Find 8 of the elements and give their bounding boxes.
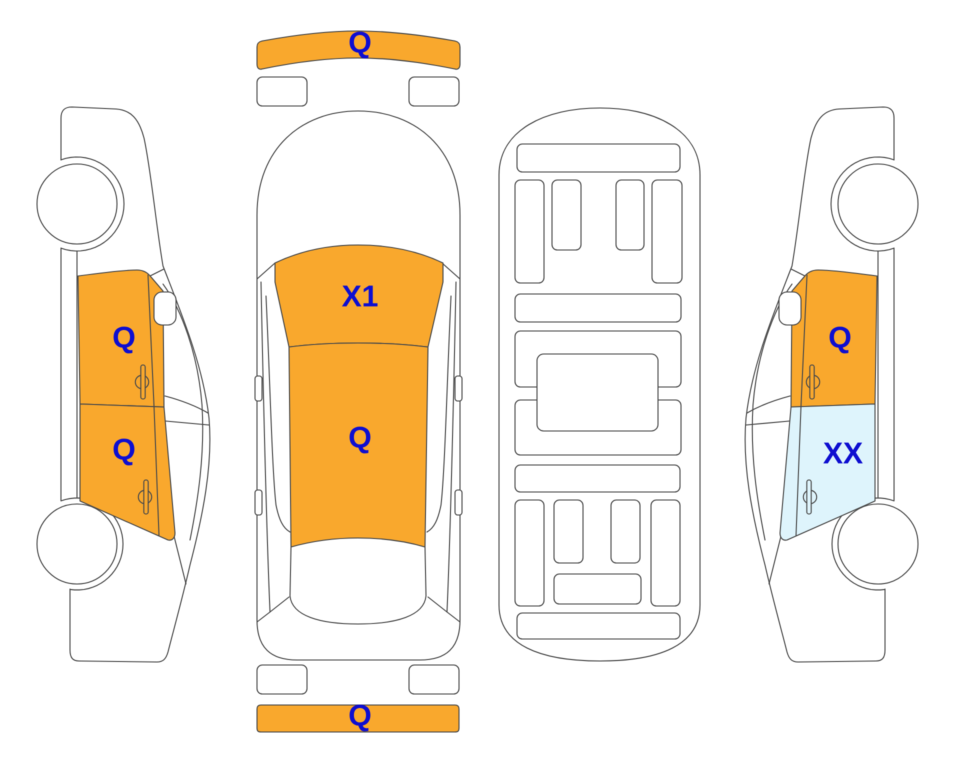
roof-panel: Q [288, 342, 429, 548]
door-panel: XX [779, 403, 876, 541]
bumper-panel: Q [256, 30, 461, 70]
door-panel: Q [77, 269, 165, 408]
bumper-panel: Q [256, 704, 460, 733]
door-panel: Q [79, 403, 176, 541]
door-panel: Q [790, 269, 878, 408]
windshield-panel: X1 [274, 244, 444, 348]
